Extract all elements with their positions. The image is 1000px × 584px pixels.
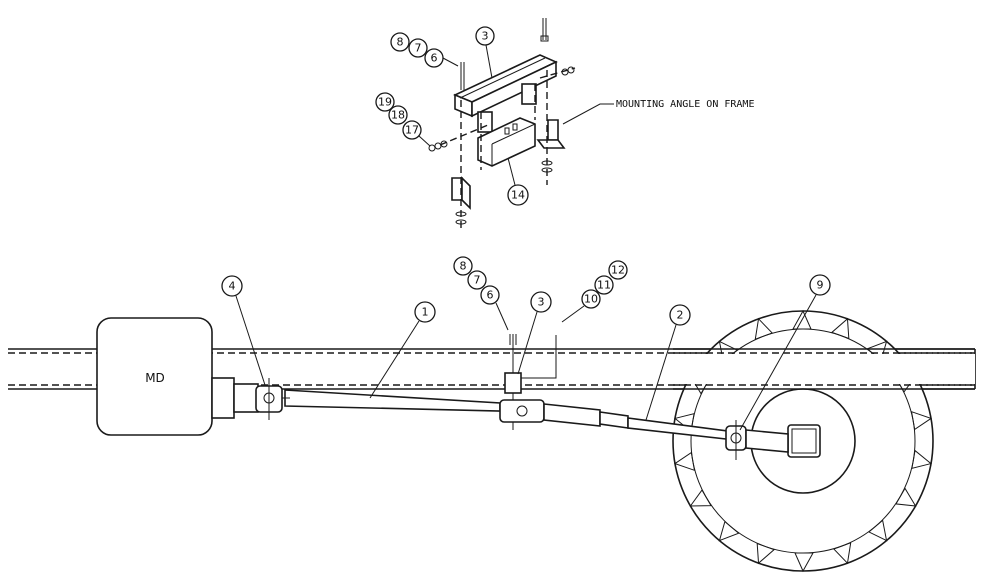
- callout-t7: 7: [408, 38, 428, 58]
- drive-shaft-1: [258, 389, 501, 412]
- svg-text:7: 7: [474, 274, 481, 287]
- callout-b7: 7: [467, 270, 487, 290]
- callout-b6: 6: [480, 285, 500, 305]
- svg-text:17: 17: [405, 124, 419, 137]
- u-joint-right: [725, 420, 789, 460]
- callout-b3: 3: [530, 291, 552, 313]
- drive-shaft-2: [543, 403, 736, 441]
- callout-b4: 4: [221, 275, 243, 297]
- callout-t14: 14: [507, 184, 529, 206]
- callout-b11: 11: [594, 275, 614, 295]
- svg-text:9: 9: [817, 279, 824, 292]
- callout-b8: 8: [453, 256, 473, 276]
- callout-t6: 6: [424, 48, 444, 68]
- svg-text:10: 10: [584, 293, 598, 306]
- mounting-angle-left: [451, 176, 471, 210]
- callout-b1: 1: [414, 301, 436, 323]
- svg-text:12: 12: [611, 264, 625, 277]
- svg-text:7: 7: [415, 42, 422, 55]
- tire: [672, 309, 975, 573]
- callout-t18: 18: [388, 105, 408, 125]
- svg-text:18: 18: [391, 109, 405, 122]
- svg-text:3: 3: [482, 30, 489, 43]
- svg-text:8: 8: [460, 260, 467, 273]
- mounting-angle-right: [536, 119, 566, 149]
- svg-text:14: 14: [511, 189, 525, 202]
- u-bracket: [477, 117, 536, 167]
- callout-t19: 19: [375, 92, 395, 112]
- svg-text:19: 19: [378, 96, 392, 109]
- channel-bar: [453, 54, 558, 118]
- callout-b9: 9: [809, 274, 831, 296]
- svg-text:11: 11: [597, 279, 611, 292]
- motor-label: MD: [145, 371, 165, 385]
- callout-t3: 3: [475, 26, 495, 46]
- u-joint-left: [255, 378, 283, 420]
- svg-text:8: 8: [397, 36, 404, 49]
- mounting-bracket-exploded-view: MOUNTING ANGLE ON FRAME: [428, 18, 754, 232]
- svg-text:6: 6: [431, 52, 438, 65]
- callout-b10: 10: [581, 289, 601, 309]
- svg-text:6: 6: [487, 289, 494, 302]
- svg-text:3: 3: [538, 296, 545, 309]
- svg-text:4: 4: [229, 280, 236, 293]
- callout-t8: 8: [390, 32, 410, 52]
- mounting-angle-note: MOUNTING ANGLE ON FRAME: [616, 99, 754, 110]
- svg-text:2: 2: [677, 309, 684, 322]
- callout-t17: 17: [402, 120, 422, 140]
- callout-b12: 12: [608, 260, 628, 280]
- callout-b2: 2: [669, 304, 691, 326]
- svg-text:1: 1: [422, 306, 429, 319]
- motor: MD: [96, 317, 259, 436]
